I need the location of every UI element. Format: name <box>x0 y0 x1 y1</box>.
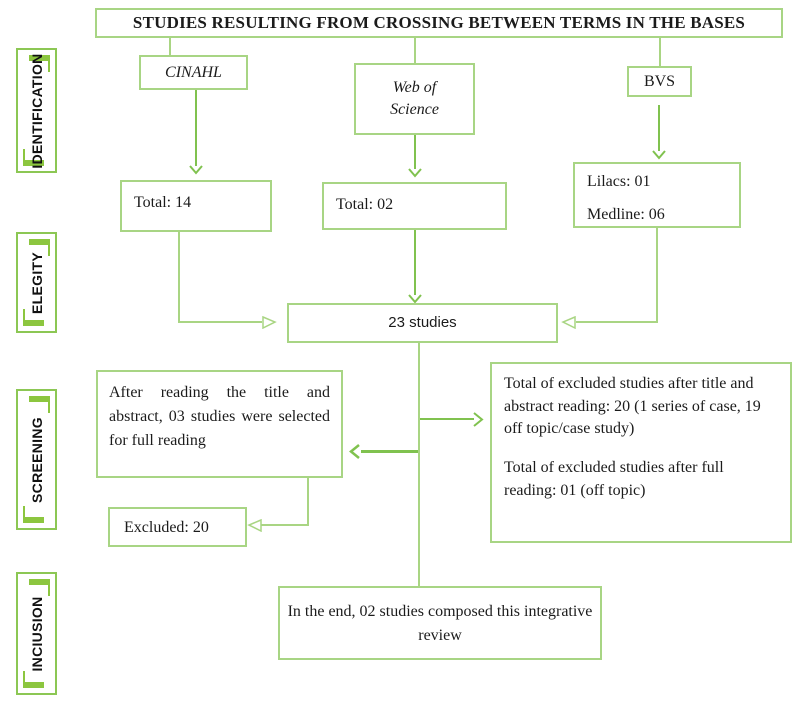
stage-elegity: ELEGITY <box>16 232 57 333</box>
pooled-studies-box: 23 studies <box>287 303 558 343</box>
excluded-detail-2: Total of excluded studies after full rea… <box>504 459 724 499</box>
elbow-bvs-pooled-v <box>656 228 658 323</box>
arrowhead-left-icon <box>349 443 361 460</box>
arrowhead-down-icon <box>407 167 423 178</box>
connector-title-bvs <box>659 36 661 68</box>
bvs-medline-value: Medline: 06 <box>587 205 665 223</box>
bvs-lilacs-value: Lilacs: 01 <box>587 173 651 190</box>
connector-title-cinahl <box>169 36 171 57</box>
bracket-top <box>29 396 50 413</box>
selected-studies-box: After reading the title and abstract, 03… <box>96 370 343 478</box>
stage-elegity-label: ELEGITY <box>28 251 45 314</box>
excluded-detail-1: Total of excluded studies after title an… <box>504 375 761 438</box>
title-box: STUDIES RESULTING FROM CROSSING BETWEEN … <box>95 8 783 38</box>
arrowhead-down-icon <box>188 164 204 175</box>
elbow-cinahl-pooled-v <box>178 232 180 323</box>
open-arrowhead-right-icon <box>262 315 277 330</box>
arrow-center-right-line <box>420 418 474 420</box>
pooled-studies-value: 23 studies <box>388 313 457 331</box>
elbow-cinahl-pooled-h <box>178 321 262 323</box>
bracket-bottom <box>23 671 44 688</box>
arrowhead-down-icon <box>651 149 667 160</box>
stage-screening: SCREENING <box>16 389 57 530</box>
open-arrowhead-left-icon <box>561 315 576 330</box>
connector-title-wos <box>414 36 416 65</box>
database-cinahl-label: CINAHL <box>165 63 222 81</box>
open-arrowhead-left-icon <box>247 518 262 533</box>
database-box-cinahl: CINAHL <box>139 55 248 90</box>
cinahl-total-value: Total: 14 <box>134 194 192 211</box>
elbow-bvs-pooled-h <box>576 321 658 323</box>
bracket-bottom <box>23 506 44 523</box>
stage-identification: IDENTIFICATION <box>16 48 57 173</box>
final-result-text: In the end, 02 studies composed this int… <box>287 603 593 644</box>
arrow-wos-total-line <box>414 135 416 169</box>
final-result-box: In the end, 02 studies composed this int… <box>278 586 602 660</box>
arrow-cinahl-total-line <box>195 90 197 166</box>
bracket-top <box>29 55 50 72</box>
excluded-box: Excluded: 20 <box>108 507 247 547</box>
selected-studies-text: After reading the title and abstract, 03… <box>109 384 330 449</box>
bracket-top <box>29 239 50 256</box>
elbow-selected-excluded-v <box>307 478 309 526</box>
excluded-value: Excluded: 20 <box>124 519 209 536</box>
result-box-wos-total: Total: 02 <box>322 182 507 230</box>
excluded-detail-box: Total of excluded studies after title an… <box>490 362 792 543</box>
elbow-selected-excluded-h <box>261 524 309 526</box>
wos-total-value: Total: 02 <box>336 196 394 213</box>
bracket-bottom <box>23 149 44 166</box>
stage-screening-label: SCREENING <box>28 416 45 503</box>
database-box-bvs: BVS <box>627 66 692 97</box>
stage-inclusion-label: INCIUSION <box>28 595 45 672</box>
stage-inclusion: INCIUSION <box>16 572 57 695</box>
arrow-center-left-line <box>361 450 418 453</box>
database-bvs-label: BVS <box>643 72 676 90</box>
result-box-bvs: Lilacs: 01 Medline: 06 <box>573 162 741 228</box>
result-box-cinahl-total: Total: 14 <box>120 180 272 232</box>
arrowhead-down-icon <box>407 293 423 304</box>
stage-identification-label: IDENTIFICATION <box>28 52 45 169</box>
database-box-web-of-science: Web of Science <box>354 63 475 135</box>
arrow-bvs-results-line <box>658 105 660 151</box>
diagram-title: STUDIES RESULTING FROM CROSSING BETWEEN … <box>132 12 746 32</box>
database-wos-label: Web of Science <box>390 79 439 118</box>
bracket-bottom <box>23 309 44 326</box>
connector-pooled-final <box>418 343 420 586</box>
arrowhead-right-icon <box>472 411 484 428</box>
bracket-top <box>29 579 50 596</box>
arrow-wos-pooled-line <box>414 230 416 295</box>
